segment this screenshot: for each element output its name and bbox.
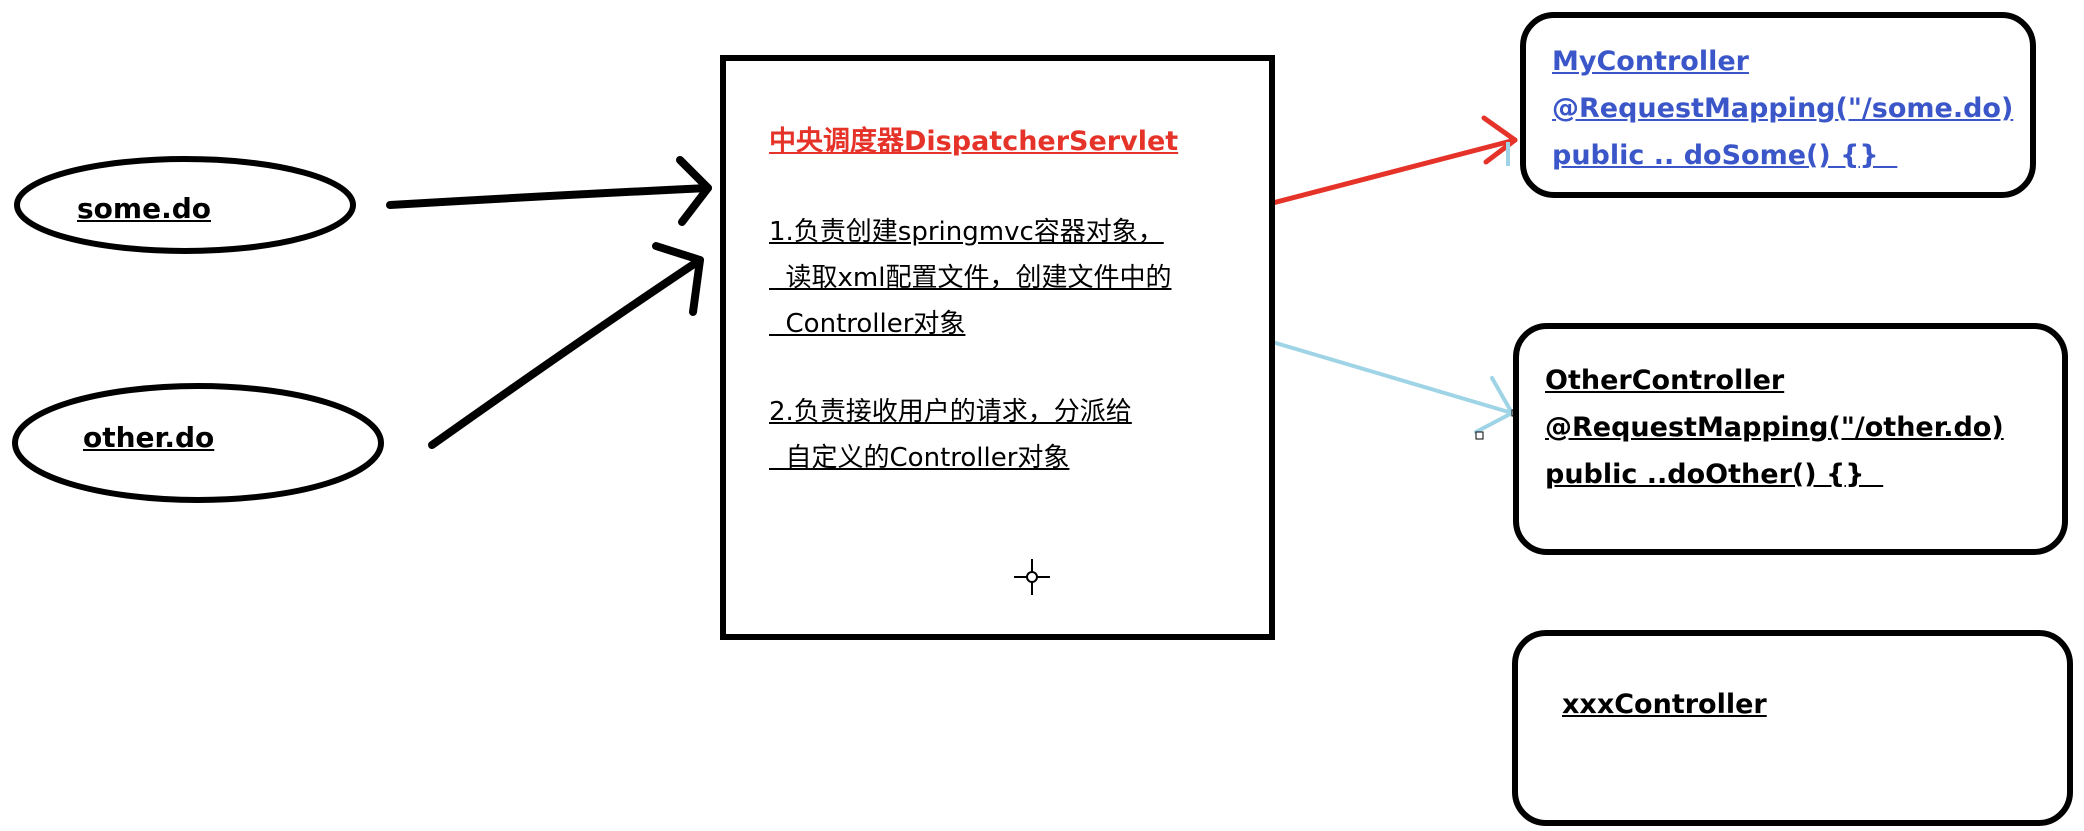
arrow-dispatcher-to-othercontroller bbox=[1240, 331, 1519, 440]
request-some-do[interactable]: some.do bbox=[77, 192, 211, 225]
dispatcher-line: 读取xml配置文件，创建文件中的 bbox=[769, 263, 1172, 293]
arrow-dispatcher-to-mycontroller bbox=[1262, 115, 1518, 208]
some-do-ellipse bbox=[14, 156, 356, 254]
dispatcher-line: 2.负责接收用户的请求，分派给 bbox=[769, 397, 1132, 427]
controller-name: MyController bbox=[1552, 46, 1749, 77]
request-mapping-annotation: @RequestMapping("/other.do) bbox=[1545, 412, 2004, 443]
arrow-other-to-dispatcher bbox=[428, 242, 704, 449]
xxxcontroller-box: xxxController bbox=[1512, 630, 2073, 826]
handler-method: public ..doOther() {} bbox=[1545, 459, 1884, 490]
handler-method: public .. doSome() {} bbox=[1552, 140, 1898, 171]
dispatcher-line: 1.负责创建springmvc容器对象， bbox=[769, 217, 1164, 247]
mycontroller-box: MyController @RequestMapping("/some.do) … bbox=[1520, 12, 2036, 198]
othercontroller-box: OtherController @RequestMapping("/other.… bbox=[1513, 323, 2068, 555]
crosshair-icon bbox=[1014, 559, 1050, 595]
dispatcher-servlet-box: 中央调度器DispatcherServlet 1.负责创建springmvc容器… bbox=[720, 55, 1275, 640]
controller-name: OtherController bbox=[1545, 365, 1785, 396]
dispatcher-line: 自定义的Controller对象 bbox=[769, 443, 1070, 473]
arrow-some-to-dispatcher bbox=[386, 156, 712, 226]
dispatcher-title: 中央调度器DispatcherServlet bbox=[769, 126, 1179, 157]
controller-name: xxxController bbox=[1562, 689, 1767, 720]
request-mapping-annotation: @RequestMapping("/some.do) bbox=[1552, 93, 2014, 124]
request-other-do[interactable]: other.do bbox=[83, 421, 215, 454]
other-do-ellipse bbox=[12, 383, 384, 503]
dispatcher-line: Controller对象 bbox=[769, 309, 966, 339]
